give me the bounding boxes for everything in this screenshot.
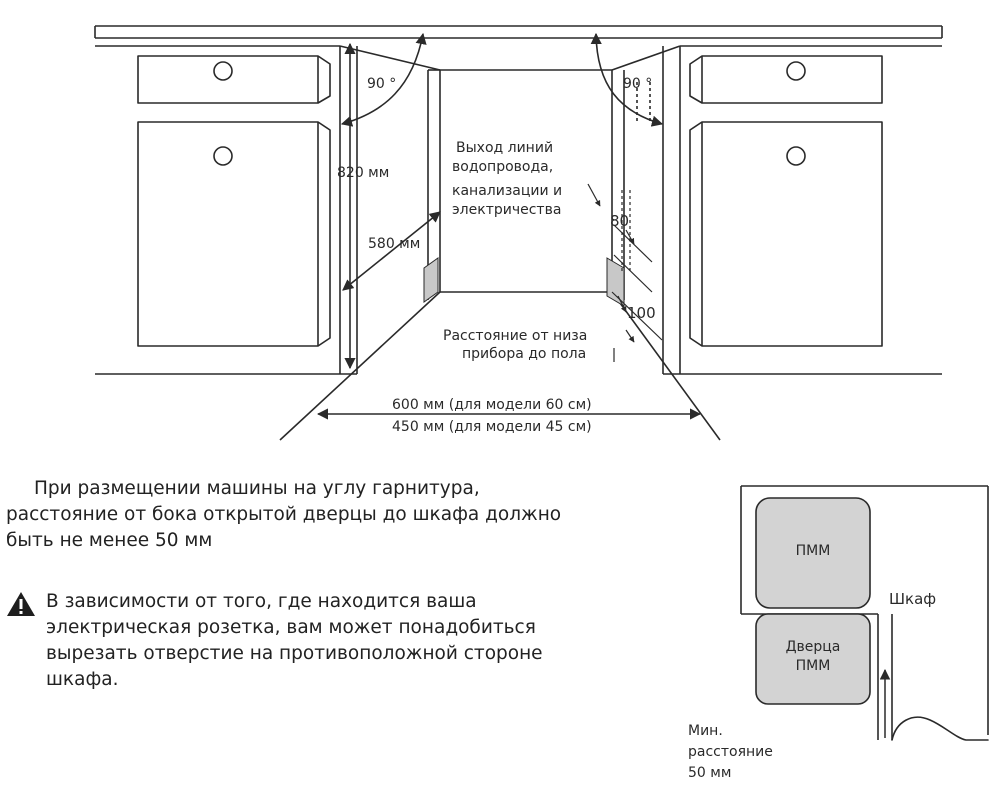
outlet-label-line1: Выход линий	[456, 140, 553, 156]
dishwasher-door-box	[755, 613, 871, 705]
floor-label-line2: прибора до пола	[462, 346, 586, 362]
dim-80-label: 80	[610, 212, 629, 230]
door-knob-icon	[213, 146, 233, 166]
drawer-knob-icon	[786, 61, 806, 81]
dim-100-label: 100	[627, 304, 656, 322]
corner-placement-note: При размещении машины на углу гарнитура,…	[6, 476, 561, 554]
width-45-label: 450 мм (для модели 45 см)	[392, 419, 592, 435]
warning-note: В зависимости от того, где находится ваш…	[46, 589, 543, 693]
outlet-label-line3: канализации и	[452, 183, 562, 199]
door-label-line2: ПММ	[796, 658, 831, 674]
min-distance-line3: 50 мм	[688, 765, 731, 781]
warning-line: электрическая розетка, вам может понадоб…	[46, 617, 536, 638]
door-label-line1: Дверца	[786, 639, 841, 655]
height-580-label: 580 мм	[368, 236, 420, 252]
left-door-swing-arrow	[340, 32, 427, 127]
cabinet-label: Шкаф	[889, 590, 936, 608]
outlet-label-line2: водопровода,	[452, 159, 553, 175]
left-cabinet	[95, 46, 358, 375]
note-line: быть не менее 50 мм	[6, 530, 213, 551]
width-60-label: 600 мм (для модели 60 см)	[392, 397, 592, 413]
right-door-swing-arrow	[590, 32, 664, 127]
right-cabinet	[662, 46, 942, 375]
countertop	[94, 25, 943, 47]
floor-label-line1: Расстояние от низа	[443, 328, 587, 344]
angle-left-label: 90 °	[367, 76, 396, 92]
dishwasher-box	[755, 497, 871, 609]
door-knob-icon	[786, 146, 806, 166]
warning-line: вырезать отверстие на противоположной ст…	[46, 643, 543, 664]
height-820-label: 820 мм	[337, 165, 389, 181]
min-distance-line1: Мин.	[688, 723, 723, 739]
warning-line: шкафа.	[46, 669, 119, 690]
min-distance-line2: расстояние	[688, 744, 773, 760]
warning-triangle-icon	[7, 592, 35, 616]
pmm-label: ПММ	[796, 543, 831, 559]
appliance-niche	[279, 45, 721, 441]
warning-line: В зависимости от того, где находится ваш…	[46, 591, 477, 612]
depth-580-arrow	[342, 211, 441, 291]
note-line: При размещении машины на углу гарнитура,	[34, 478, 480, 499]
drawer-knob-icon	[213, 61, 233, 81]
outlet-label-line4: электричества	[452, 202, 561, 218]
note-line: расстояние от бока открытой дверцы до шк…	[6, 504, 562, 525]
right-outlet-zone	[606, 257, 625, 307]
angle-right-label: 90 °	[623, 76, 652, 92]
